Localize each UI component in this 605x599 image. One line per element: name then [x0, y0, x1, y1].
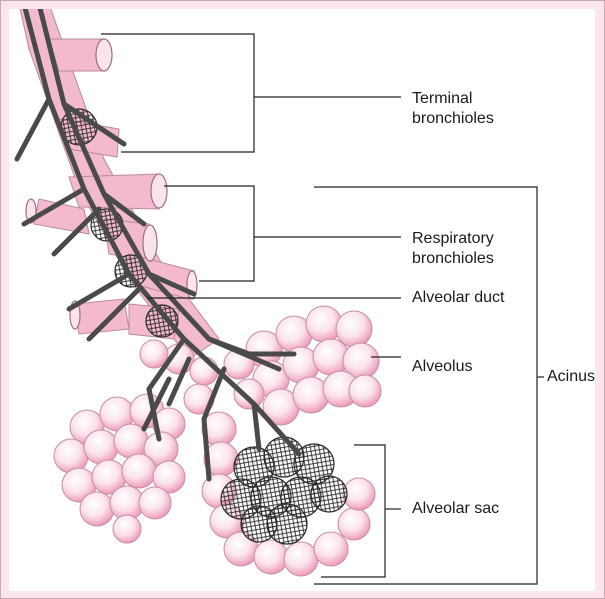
label-respiratory-bronchioles: Respiratory bronchioles: [412, 229, 494, 269]
label-alveolus: Alveolus: [412, 357, 472, 377]
label-alveolar-duct: Alveolar duct: [412, 288, 505, 308]
label-respiratory-line2: bronchioles: [412, 249, 494, 269]
label-terminal-bronchioles: Terminal bronchioles: [412, 89, 494, 129]
label-terminal-line1: Terminal: [412, 89, 494, 109]
acinus-illustration: [9, 9, 595, 591]
label-respiratory-line1: Respiratory: [412, 229, 494, 249]
label-alveolar-sac: Alveolar sac: [412, 499, 499, 519]
diagram-panel: Terminal bronchioles Respiratory bronchi…: [9, 9, 595, 591]
label-terminal-line2: bronchioles: [412, 109, 494, 129]
alveoli-left-cluster: [54, 394, 185, 543]
alveoli-right-cluster: [224, 306, 381, 425]
label-acinus: Acinus: [547, 367, 595, 387]
